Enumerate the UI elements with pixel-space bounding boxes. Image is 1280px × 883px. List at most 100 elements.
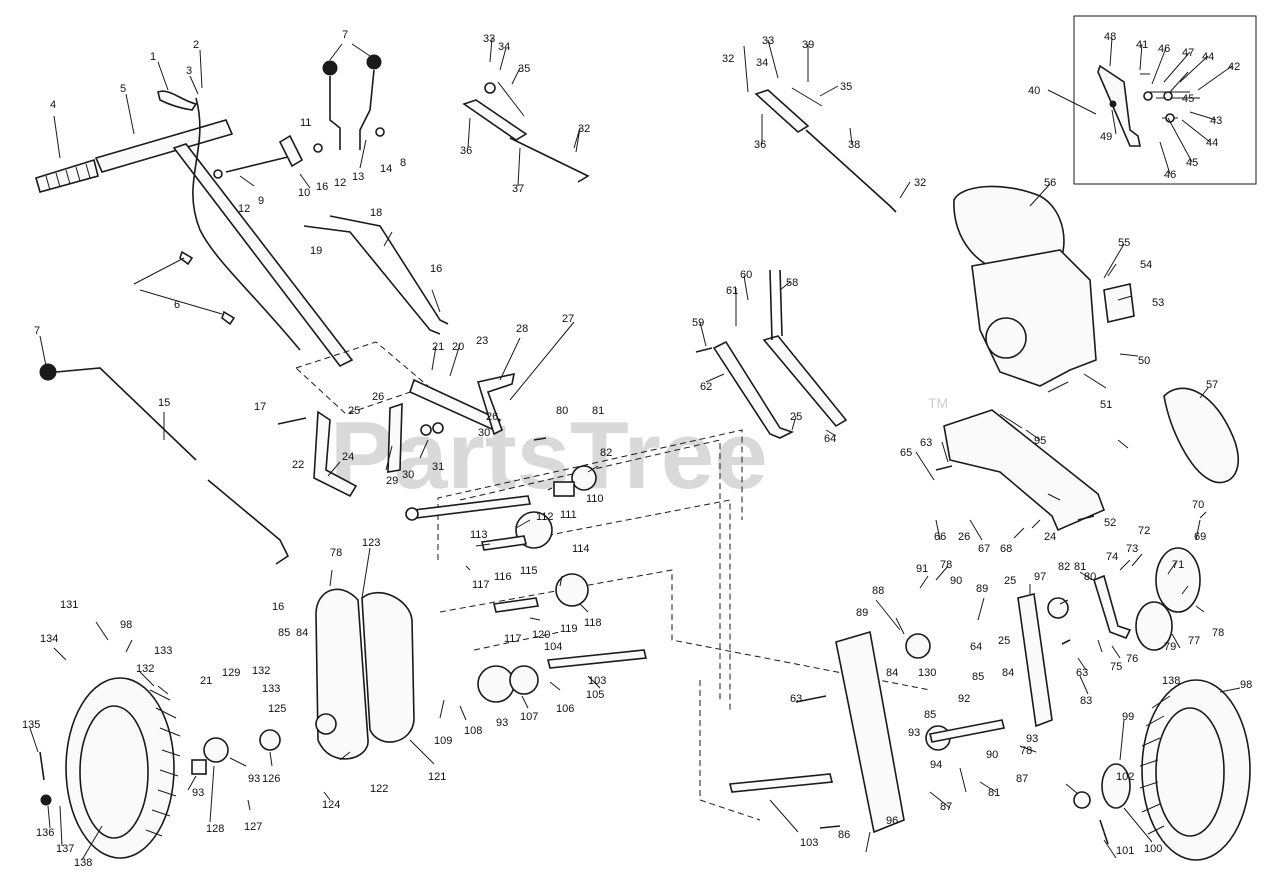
label-26: 26 xyxy=(958,531,970,543)
tire-tread-left xyxy=(145,689,181,837)
shafts-116-120 xyxy=(481,535,539,613)
label-109: 109 xyxy=(434,735,452,747)
label-30: 30 xyxy=(402,469,414,481)
shaft-92 xyxy=(929,719,1005,743)
label-12: 12 xyxy=(238,203,250,215)
label-38: 38 xyxy=(848,139,860,151)
shaft-103b xyxy=(728,773,834,793)
engine-tank xyxy=(953,185,1065,273)
label-110: 110 xyxy=(586,493,604,505)
knob-7 xyxy=(322,60,338,76)
label-36: 36 xyxy=(754,139,766,151)
label-130: 130 xyxy=(918,667,936,679)
label-64: 64 xyxy=(824,433,836,445)
label-52: 52 xyxy=(1104,517,1116,529)
label-56: 56 xyxy=(1044,177,1056,189)
bracket-28 xyxy=(476,372,516,436)
pin-135 xyxy=(39,751,45,781)
label-40: 40 xyxy=(1028,85,1040,97)
label-91: 91 xyxy=(916,563,928,575)
label-98: 98 xyxy=(1240,679,1252,691)
watermark: PartsTree xyxy=(330,402,768,509)
label-29: 29 xyxy=(386,475,398,487)
rod-9 xyxy=(225,155,293,173)
label-113: 113 xyxy=(470,529,488,541)
side-plate-96 xyxy=(835,630,905,834)
label-77: 77 xyxy=(1188,635,1200,647)
label-68: 68 xyxy=(1000,543,1012,555)
label-22: 22 xyxy=(292,459,304,471)
label-115: 115 xyxy=(520,565,538,577)
control-lever xyxy=(157,90,198,111)
label-14: 14 xyxy=(380,163,392,175)
washer-12-right xyxy=(1073,791,1091,809)
label-117: 117 xyxy=(504,633,522,645)
label-106: 106 xyxy=(556,703,574,715)
bracket-22 xyxy=(313,410,358,498)
label-121: 121 xyxy=(428,771,446,783)
knob-7 xyxy=(366,54,382,70)
label-116: 116 xyxy=(494,571,512,583)
bolt-34 xyxy=(484,82,496,94)
label-86: 86 xyxy=(838,829,850,841)
hub-128 xyxy=(203,737,229,763)
tire-tread-right xyxy=(1139,695,1171,835)
label-98: 98 xyxy=(120,619,132,631)
label-111: 111 xyxy=(560,509,577,521)
bearing-126 xyxy=(259,729,281,751)
part-53 xyxy=(1103,283,1135,323)
label-37: 37 xyxy=(512,183,524,195)
chain-97 xyxy=(1017,593,1053,728)
label-69: 69 xyxy=(1194,531,1206,543)
nut-12 xyxy=(213,169,223,179)
label-101: 101 xyxy=(1116,845,1134,857)
leader-lines xyxy=(29,37,1241,861)
label-126: 126 xyxy=(262,773,280,785)
label-63: 63 xyxy=(920,437,932,449)
bracket-36b xyxy=(754,89,810,133)
label-25: 25 xyxy=(998,635,1010,647)
label-87: 87 xyxy=(1016,773,1028,785)
label-80: 80 xyxy=(1084,571,1096,583)
label-89: 89 xyxy=(976,583,988,595)
label-83: 83 xyxy=(1080,695,1092,707)
label-88: 88 xyxy=(872,585,884,597)
sprocket-118 xyxy=(555,573,589,607)
label-94: 94 xyxy=(930,759,942,771)
engine-pulley xyxy=(985,317,1027,359)
label-66: 66 xyxy=(934,531,946,543)
label-35: 35 xyxy=(518,63,530,75)
bracket-74 xyxy=(1093,574,1132,640)
label-78: 78 xyxy=(330,547,342,559)
bolt-17 xyxy=(277,417,307,425)
label-108: 108 xyxy=(464,725,482,737)
label-102: 102 xyxy=(1116,771,1134,783)
grip-texture xyxy=(45,163,91,191)
label-63: 63 xyxy=(1076,667,1088,679)
clip-6 xyxy=(179,250,236,326)
sprocket-88 xyxy=(905,633,931,659)
label-123: 123 xyxy=(362,537,380,549)
label-27: 27 xyxy=(562,313,574,325)
label-138: 138 xyxy=(1162,675,1180,687)
label-78: 78 xyxy=(940,559,952,571)
label-6: 6 xyxy=(174,299,180,311)
label-114: 114 xyxy=(572,543,590,555)
label-93: 93 xyxy=(248,773,260,785)
label-62: 62 xyxy=(700,381,712,393)
label-26: 26 xyxy=(486,411,498,423)
label-84: 84 xyxy=(296,627,308,639)
pulley-69 xyxy=(1155,547,1201,613)
label-21: 21 xyxy=(200,675,212,687)
label-32: 32 xyxy=(578,123,590,135)
label-82: 82 xyxy=(1058,561,1070,573)
label-103: 103 xyxy=(588,675,606,687)
wheel-rim-left xyxy=(79,705,149,839)
label-107: 107 xyxy=(520,711,538,723)
label-128: 128 xyxy=(206,823,224,835)
label-36: 36 xyxy=(460,145,472,157)
nut-8 xyxy=(375,127,385,137)
hub-102 xyxy=(1101,763,1131,809)
label-81: 81 xyxy=(592,405,604,417)
